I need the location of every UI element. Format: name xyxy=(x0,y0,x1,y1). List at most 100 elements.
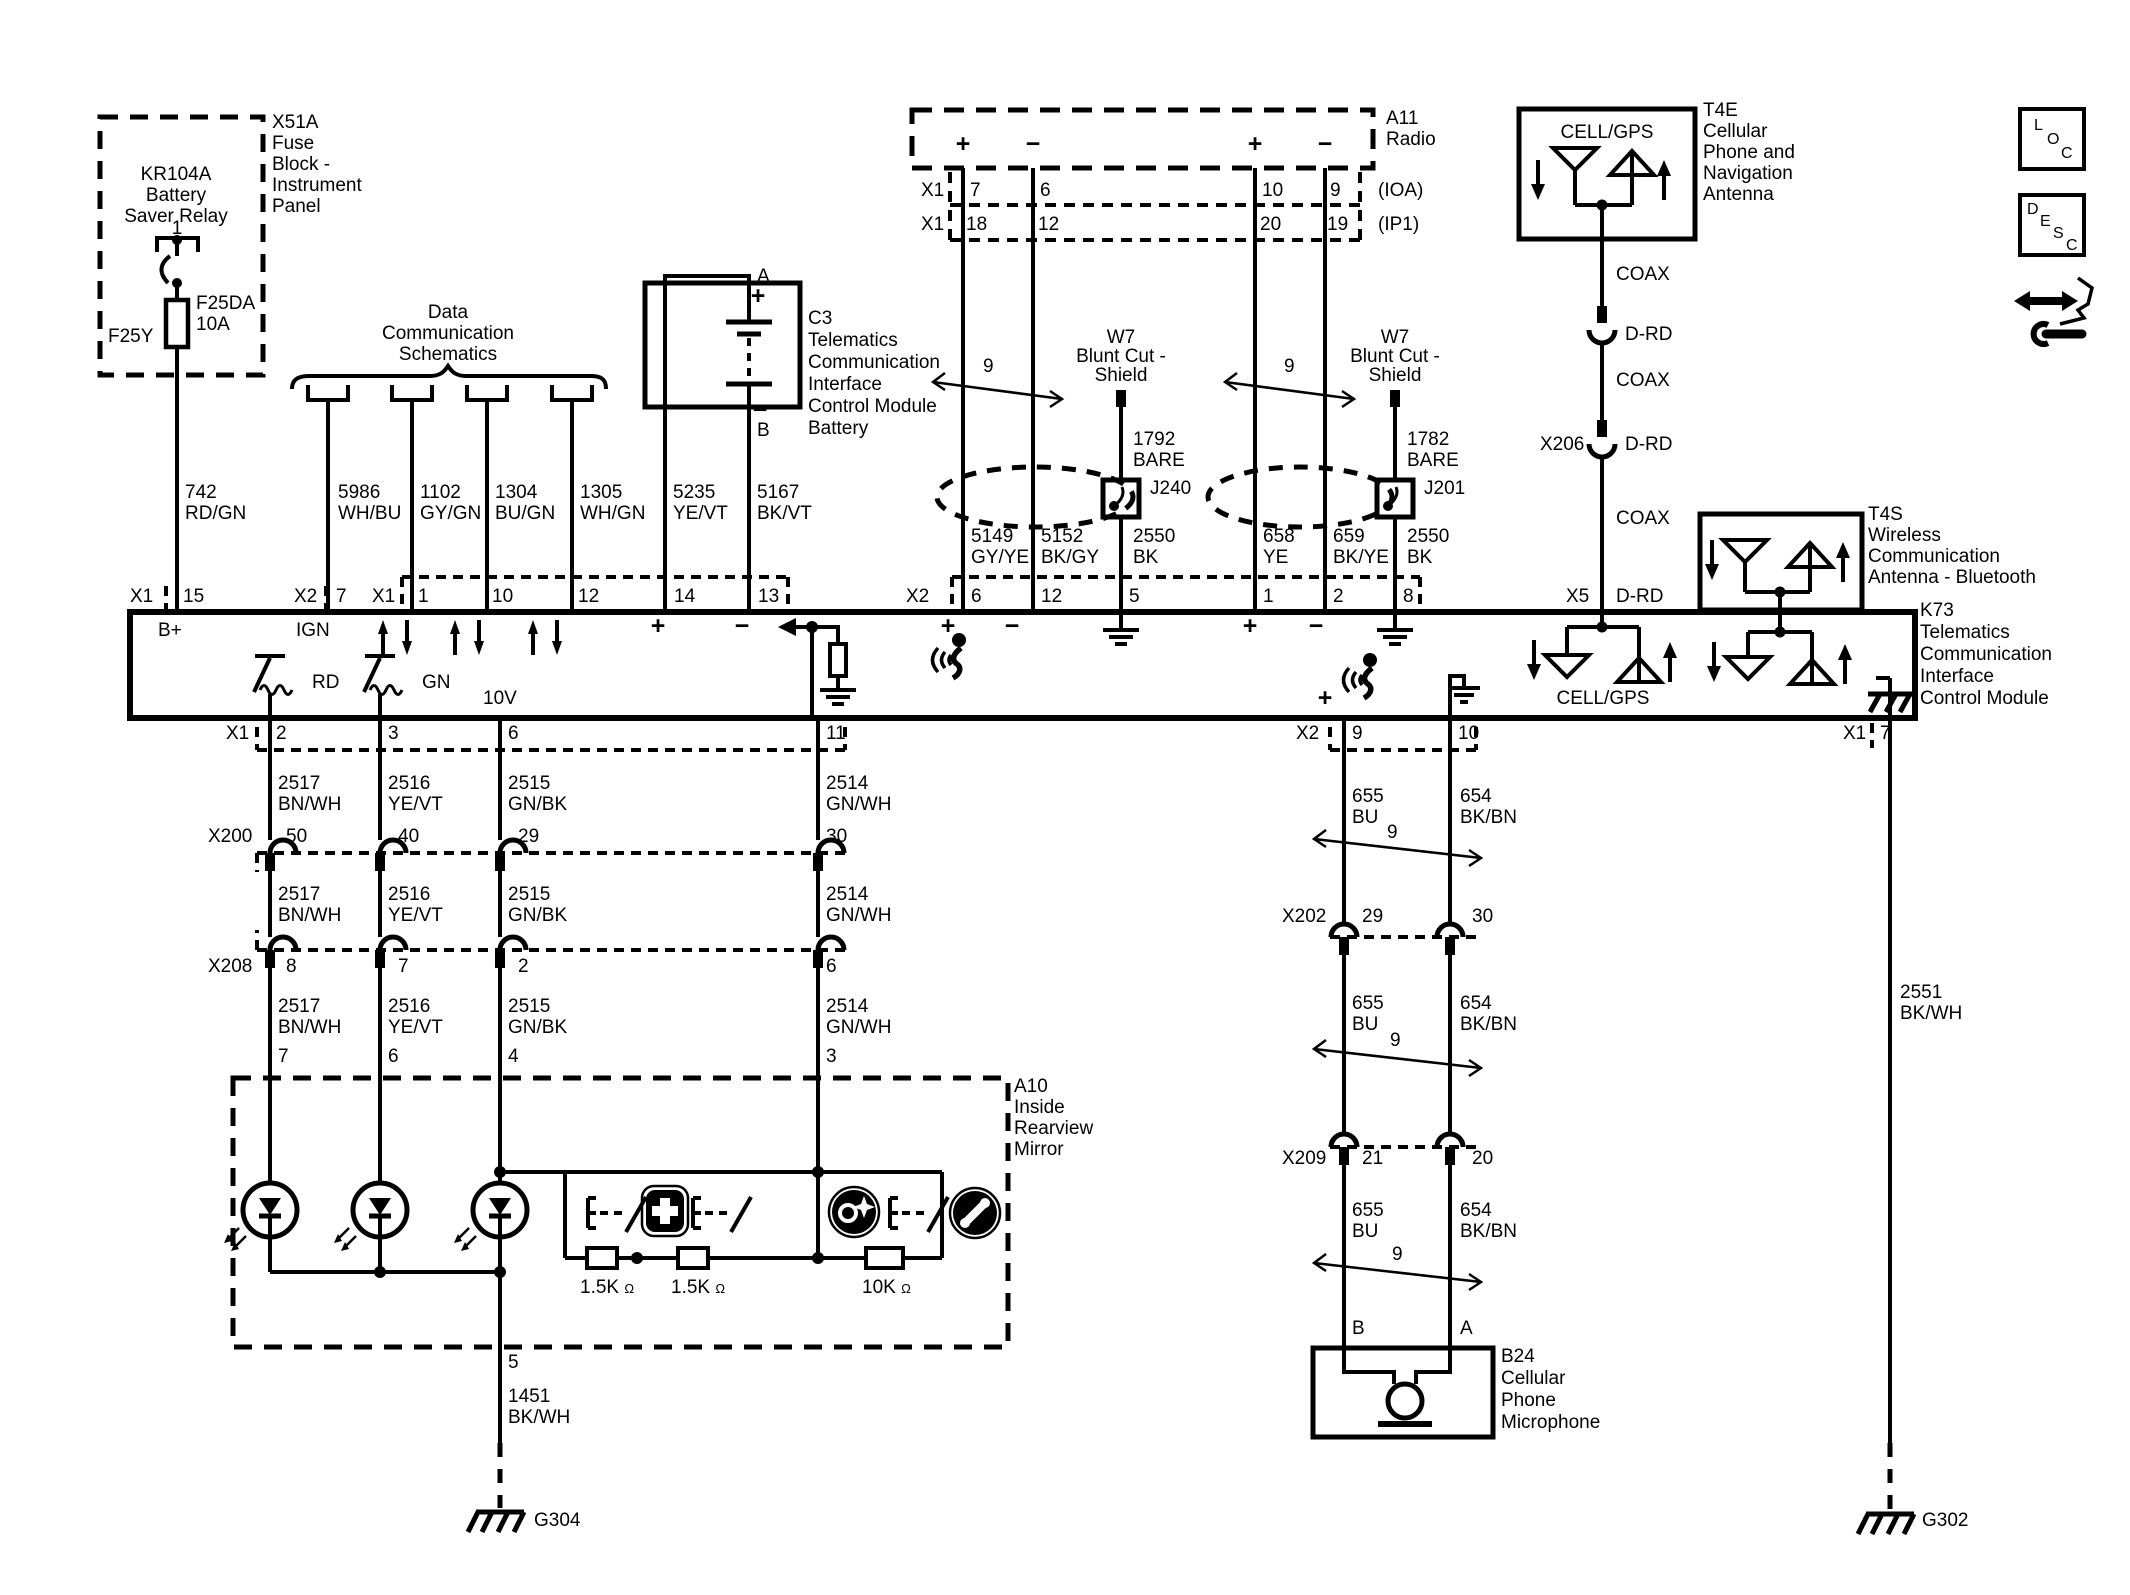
ohm-symbol: Ω xyxy=(624,1281,635,1296)
pin: 6 xyxy=(388,1046,399,1067)
twist-count: 9 xyxy=(1390,1030,1401,1051)
voice-person-icon xyxy=(1341,653,1377,701)
loc-letter: O xyxy=(2047,131,2060,148)
pin: 19 xyxy=(1327,214,1349,235)
w7-shield-label: W7 Blunt Cut - Shield xyxy=(1350,327,1440,386)
plus-sign: + xyxy=(1247,130,1263,158)
pin: 7 xyxy=(398,956,409,977)
term-b: B xyxy=(757,420,770,441)
wire-2514: 2514 GN/WH xyxy=(826,773,892,815)
loc-letter: C xyxy=(2061,145,2073,162)
pin: 6 xyxy=(508,723,519,744)
wire-2514: 2514 GN/WH xyxy=(826,996,892,1038)
wire-658: 658 YE xyxy=(1263,526,1295,568)
pin: 3 xyxy=(388,723,399,744)
wire-654: 654 BK/BN xyxy=(1460,786,1518,828)
plus-sign: + xyxy=(955,130,971,158)
plus-sign: + xyxy=(940,612,956,640)
pin-1: 1 xyxy=(418,586,429,607)
shield-loops xyxy=(934,464,1395,530)
w7-shield-label: W7 Blunt Cut - Shield xyxy=(1076,327,1166,386)
fuse-label: F25DA 10A xyxy=(196,293,256,335)
wire-2551: 2551 BK/WH xyxy=(1900,982,1963,1024)
relay-pin: 1 xyxy=(171,218,183,239)
wire-2515: 2515 GN/BK xyxy=(508,773,568,815)
navigation-arrows-wrench-icon[interactable] xyxy=(2014,276,2094,347)
wire-2514: 2514 GN/WH xyxy=(826,884,892,926)
pin: 2 xyxy=(518,956,529,977)
a10-label: A10 Inside Rearview Mirror xyxy=(1014,1076,1094,1160)
wire-655: 655 BU xyxy=(1352,786,1384,828)
plus-sign: + xyxy=(750,282,766,310)
minus-sign: − xyxy=(752,396,768,424)
conn-x2: X2 xyxy=(1296,723,1320,744)
twist-count: 9 xyxy=(983,356,994,377)
pin: 2 xyxy=(276,723,287,744)
radio-label: A11 Radio xyxy=(1386,108,1436,150)
pin: 10 xyxy=(1262,180,1284,201)
shield-splice-j240 xyxy=(1100,390,1142,612)
c3-label: C3 Telematics Communication Interface Co… xyxy=(808,308,940,439)
fuse-slot-label: F25Y xyxy=(108,326,154,347)
pin: 7 xyxy=(1880,723,1891,744)
minus-sign: − xyxy=(1317,130,1333,158)
wire-655: 655 BU xyxy=(1352,993,1384,1035)
g302-label: G302 xyxy=(1922,1510,1969,1531)
twist-count: 9 xyxy=(1392,1244,1403,1265)
term-a: A xyxy=(757,266,770,287)
conn-x2: X2 xyxy=(294,586,318,607)
pin: 7 xyxy=(278,1046,289,1067)
loc-letter: L xyxy=(2034,117,2043,134)
pin-b: B xyxy=(1352,1318,1365,1339)
bplus-label: B+ xyxy=(158,620,182,641)
wire-2517: 2517 BN/WH xyxy=(278,884,342,926)
tag-ioa: (IOA) xyxy=(1378,180,1424,201)
pin: 11 xyxy=(826,723,846,744)
twist-count: 9 xyxy=(1387,822,1398,843)
b24-microphone-symbol xyxy=(1310,1345,1496,1440)
rd-label: RD xyxy=(312,672,340,693)
conn-x1: X1 xyxy=(130,586,154,607)
coax-label: COAX xyxy=(1616,370,1670,391)
phone-icon xyxy=(948,1186,1002,1240)
wire-1102: 1102 GY/GN xyxy=(420,482,482,524)
wire-5152: 5152 BK/GY xyxy=(1041,526,1100,568)
connector-brackets xyxy=(164,575,1874,752)
cellgps-label: CELL/GPS xyxy=(1556,688,1650,709)
gn-label: GN xyxy=(422,672,451,693)
pin: 9 xyxy=(1330,180,1341,201)
pin: 6 xyxy=(826,956,837,977)
g302-ground xyxy=(1855,718,1917,1536)
c3-battery-symbol xyxy=(642,274,803,612)
twisted-pair-symbols xyxy=(930,372,1484,1292)
plus-sign: + xyxy=(650,612,666,640)
pin-13: 13 xyxy=(758,586,780,607)
resistor-number: 10K xyxy=(862,1277,896,1298)
pin: 3 xyxy=(826,1046,837,1067)
conn-x209: X209 xyxy=(1282,1148,1327,1169)
resistor-value: 1.5K Ω xyxy=(671,1277,725,1299)
plus-sign: + xyxy=(1317,684,1333,712)
g304-label: G304 xyxy=(534,1510,581,1531)
conn-x5: X5 xyxy=(1566,586,1590,607)
b24-label: B24 Cellular Phone Microphone xyxy=(1501,1346,1601,1433)
resistor-value: 1.5K Ω xyxy=(580,1277,634,1299)
emergency-cross-icon xyxy=(640,1184,690,1238)
minus-sign: − xyxy=(1025,130,1041,158)
pin: 30 xyxy=(1472,906,1494,927)
conn-x1: X1 xyxy=(921,214,945,235)
coax-label: COAX xyxy=(1616,508,1670,529)
coax-label: COAX xyxy=(1616,264,1670,285)
wire-5986: 5986 WH/BU xyxy=(338,482,402,524)
loc-button[interactable]: L O C xyxy=(2018,107,2086,171)
splice-j240: J240 xyxy=(1150,478,1192,499)
conn-x202: X202 xyxy=(1282,906,1327,927)
pin: 20 xyxy=(1472,1148,1494,1169)
desc-button[interactable]: D E S C xyxy=(2018,193,2086,257)
k73-label: K73 Telematics Communication Interface C… xyxy=(1920,600,2052,709)
pin: 2 xyxy=(1333,586,1344,607)
k73-module-box xyxy=(127,609,1918,721)
resistor-value: 10K Ω xyxy=(862,1277,911,1299)
t4e-antenna-symbol xyxy=(1516,106,1698,242)
